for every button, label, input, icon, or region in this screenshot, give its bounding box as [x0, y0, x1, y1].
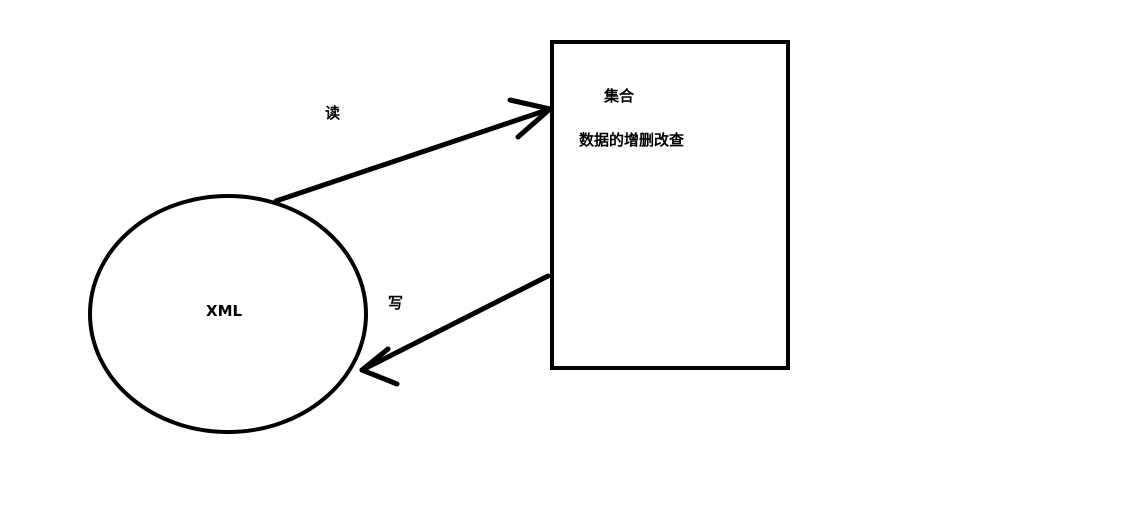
write-arrow [359, 273, 551, 387]
write-label: 写 [388, 294, 404, 312]
collection-subtitle: 数据的增删改查 [579, 131, 685, 149]
xml-ellipse [88, 194, 368, 434]
collection-box [550, 40, 790, 370]
collection-title: 集合 [604, 87, 635, 105]
read-label: 读 [325, 104, 341, 122]
read-arrow [273, 97, 553, 204]
xml-label: XML [206, 302, 243, 320]
